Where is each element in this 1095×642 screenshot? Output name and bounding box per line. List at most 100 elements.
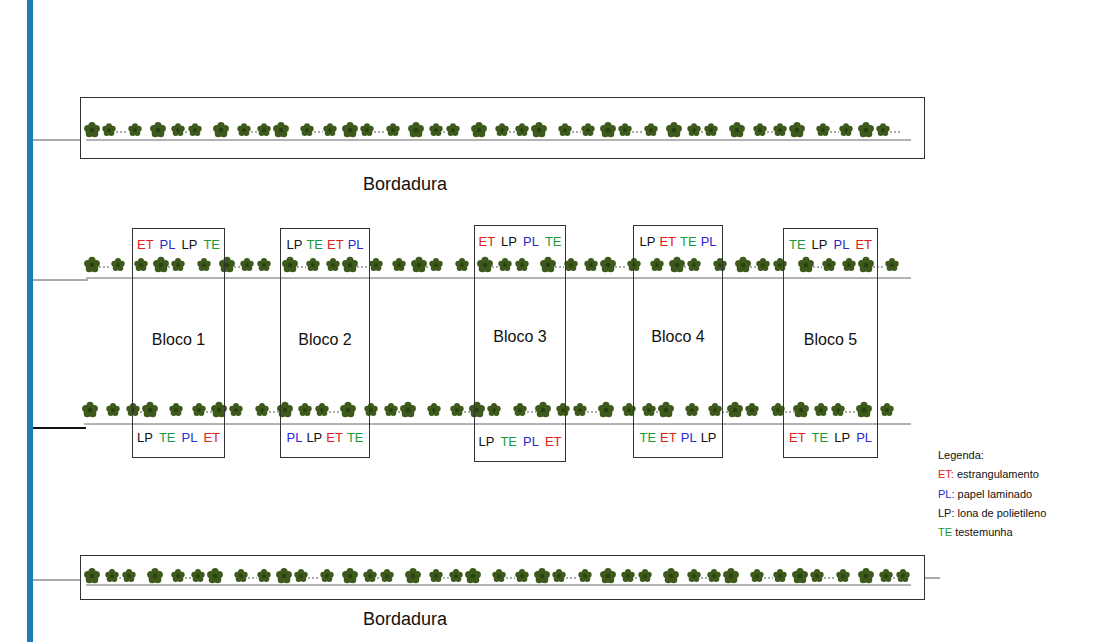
plant-icon [364,403,377,416]
leaf-center [718,263,722,267]
row-dash [767,132,773,133]
leaf-center [196,574,200,578]
leaf-center [589,263,593,267]
plant-icon [792,568,808,583]
plant-icon [276,568,292,583]
leaf-center [305,128,309,132]
treatment-row: LPTEPLET [475,434,565,449]
plant-icon [171,258,184,271]
plant-icon [408,122,424,137]
leaf-center [492,408,496,412]
row-dash [527,412,536,413]
treatment-code: ET [325,430,344,445]
leaf-center [741,263,746,268]
plant-icon [642,403,655,416]
plant-icon [386,123,399,136]
leaf-center [497,574,501,578]
plant-icon [745,403,758,416]
plant-icon [498,258,511,271]
leaf-center [434,128,438,132]
treatment-code: ET [326,237,345,252]
treatment-code: LP [638,234,656,249]
plant-icon [320,569,333,582]
leaf-center [862,408,867,413]
leaf-center [90,263,95,268]
row-dash [329,412,341,413]
leaf-center [804,263,809,268]
leaf-center [483,263,488,268]
plant-icon [669,257,685,273]
treatment-code: ET [544,434,563,449]
leaf-center [755,574,759,578]
plant-icon [750,569,763,582]
leaf-center [139,263,143,267]
plant-icon [531,122,547,137]
plant-icon [708,403,721,416]
row-dash [824,578,836,579]
plant-icon [598,402,614,418]
leaf-center [778,263,782,267]
plant-icon [477,257,493,273]
plant-icon [240,258,253,271]
leaf-center [604,408,609,413]
row-dash [374,132,386,133]
block-box: ETPLLPTELPTEPLETBloco 1 [132,228,225,458]
leaf-center [606,574,611,579]
legend-code: PL: [938,488,955,500]
row-dash [845,412,857,413]
leaf-center [520,128,524,132]
plant-icon [856,402,872,418]
leaf-center [709,128,713,132]
leaf-center [841,574,845,578]
leaf-center [197,408,201,412]
row-dash [750,267,756,268]
leaf-center [690,408,694,412]
row-dash [206,412,212,413]
legend: Legenda:ET: estrangulamentoPL: papel lam… [938,446,1046,542]
plant-icon [723,568,739,583]
leaf-center [262,263,266,267]
plant-icon [229,403,242,416]
treatment-code: ET [659,430,678,445]
plant-icon [729,122,745,137]
plant-icon [342,122,358,137]
row-line [86,140,911,141]
row-dash [308,578,320,579]
leaf-center [884,574,888,578]
leaf-center [761,263,765,267]
plant-icon [360,123,373,136]
plant-icon [707,569,720,582]
plant-icon [600,568,616,583]
plant-icon [465,568,481,583]
plant-icon [405,568,421,583]
leaf-center [239,574,243,578]
treatment-code: ET [477,234,496,249]
leaf-center [583,574,587,578]
plant-icon [581,123,594,136]
plant-icon [340,402,356,418]
plant-icon [842,258,855,271]
plant-icon [515,123,528,136]
plant-icon [515,569,528,582]
treatment-row: LPTEPLET [133,430,224,445]
leaf-center [795,128,800,133]
treatment-code: PL [347,237,365,252]
row-dash [168,267,171,268]
row-line [86,585,911,586]
leaf-center [821,128,825,132]
leaf-center [391,128,395,132]
leaf-center [541,408,546,413]
leaf-center [647,408,651,412]
plant-icon [450,403,463,416]
leaf-center [664,408,669,413]
leaf-center [320,408,324,412]
leaf-center [242,128,246,132]
plant-icon [600,122,616,137]
row-dash [248,578,257,579]
plant-icon [756,258,769,271]
row-dash [587,412,599,413]
plant-icon [449,569,462,582]
plant-icon [810,569,823,582]
leaf-center [397,263,401,267]
treatment-code: TE [811,430,830,445]
